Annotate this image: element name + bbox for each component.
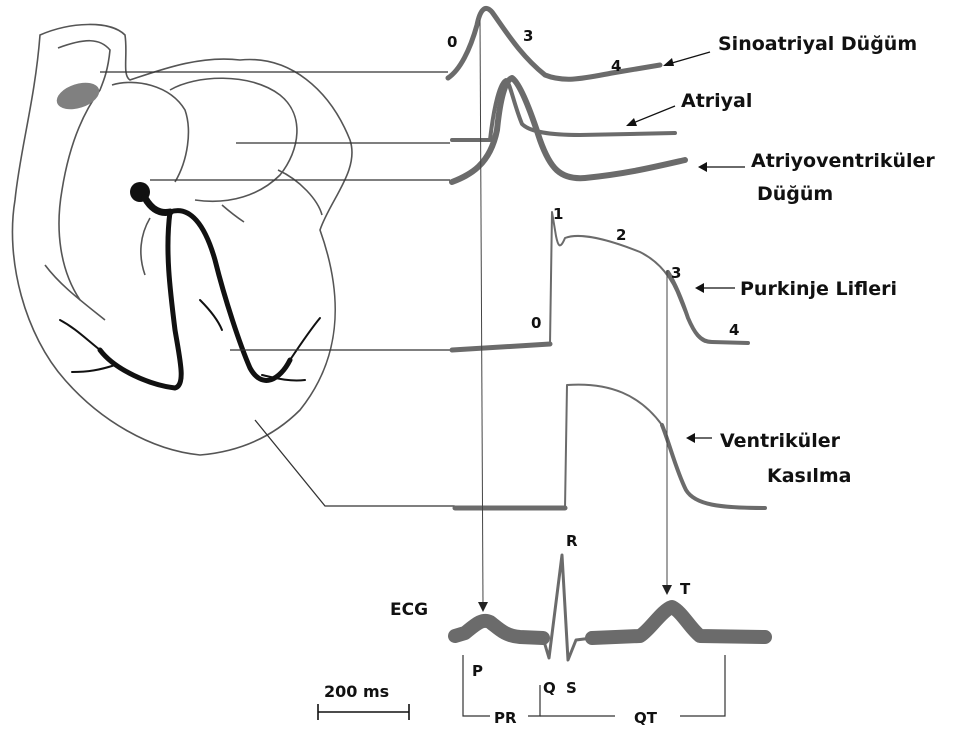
label-ventricular-line1: Ventriküler	[720, 430, 841, 452]
ecg-interval-brackets	[463, 655, 725, 716]
label-sa-node: Sinoatriyal Düğüm	[718, 33, 917, 55]
ecg-st-t	[592, 607, 765, 638]
his-bundle	[145, 198, 170, 212]
ecg-wave-q: Q	[543, 679, 556, 697]
arrowhead-t	[662, 585, 672, 595]
purkinje-fiber-3	[290, 318, 320, 360]
pointer-head-av	[698, 162, 707, 172]
heart-inner-left	[58, 41, 110, 300]
tricuspid-contour	[278, 170, 322, 215]
ecg-wave-r: R	[566, 532, 578, 550]
scale-bar-label: 200 ms	[324, 682, 389, 701]
label-av-node-line1: Atriyoventriküler	[751, 150, 935, 172]
pointer-head-sa	[663, 58, 674, 66]
purkinje-fiber-1	[60, 320, 100, 350]
trace-av-node	[452, 78, 685, 182]
interval-qt: QT	[634, 709, 658, 727]
phase-sa-4: 4	[611, 57, 621, 75]
conduction-system	[60, 182, 320, 388]
label-ventricular-line2: Kasılma	[767, 465, 852, 487]
left-bundle-branch	[100, 212, 181, 388]
ecg-qrs	[543, 555, 592, 660]
pointer-head-atrial	[626, 118, 637, 126]
ecg-trace	[455, 555, 765, 660]
pointer-head-purkinje	[695, 283, 704, 293]
phase-purkinje-0: 0	[531, 314, 541, 332]
pointer-head-ventricular	[686, 433, 695, 443]
connector-lines	[100, 72, 455, 506]
purkinje-fiber-2	[72, 365, 115, 372]
ecg-wave-p: P	[472, 662, 483, 680]
projection-lines	[480, 20, 667, 605]
trace-purkinje-upstroke	[550, 212, 748, 344]
atrial-septum	[112, 82, 188, 182]
phase-sa-3: 3	[523, 27, 533, 45]
label-av-node-line2: Düğüm	[757, 183, 833, 205]
left-valve-contour	[141, 218, 150, 275]
label-purkinje: Purkinje Lifleri	[740, 278, 897, 300]
scale-bar-line	[318, 704, 409, 720]
sa-node	[53, 78, 102, 114]
heart-illustration	[12, 24, 352, 455]
phase-purkinje-1: 1	[553, 205, 563, 223]
trace-purkinje	[452, 344, 550, 350]
ecg-band	[455, 621, 543, 638]
label-atrial: Atriyal	[681, 90, 752, 112]
trace-atrial	[452, 80, 675, 140]
projection-p	[480, 20, 483, 605]
scale-bar	[318, 704, 409, 720]
mitral-contour	[222, 205, 244, 222]
label-ecg: ECG	[390, 600, 428, 620]
right-atrium-chamber	[170, 78, 297, 201]
interval-pr: PR	[494, 709, 517, 727]
purkinje-fiber-5	[200, 300, 222, 330]
connector-ventricle	[255, 420, 455, 506]
action-potential-traces	[448, 8, 765, 508]
arrowhead-p	[478, 602, 488, 612]
phase-sa-0: 0	[447, 33, 457, 51]
phase-purkinje-4: 4	[729, 321, 739, 339]
ecg-wave-s: S	[566, 679, 577, 697]
phase-purkinje-3: 3	[671, 264, 681, 282]
right-bundle-branch	[170, 211, 290, 381]
ecg-wave-t: T	[680, 580, 691, 598]
trace-ventricular-upstroke	[565, 385, 662, 508]
heart-outline	[12, 24, 352, 455]
projection-arrowheads	[478, 585, 672, 612]
phase-purkinje-2: 2	[616, 226, 626, 244]
